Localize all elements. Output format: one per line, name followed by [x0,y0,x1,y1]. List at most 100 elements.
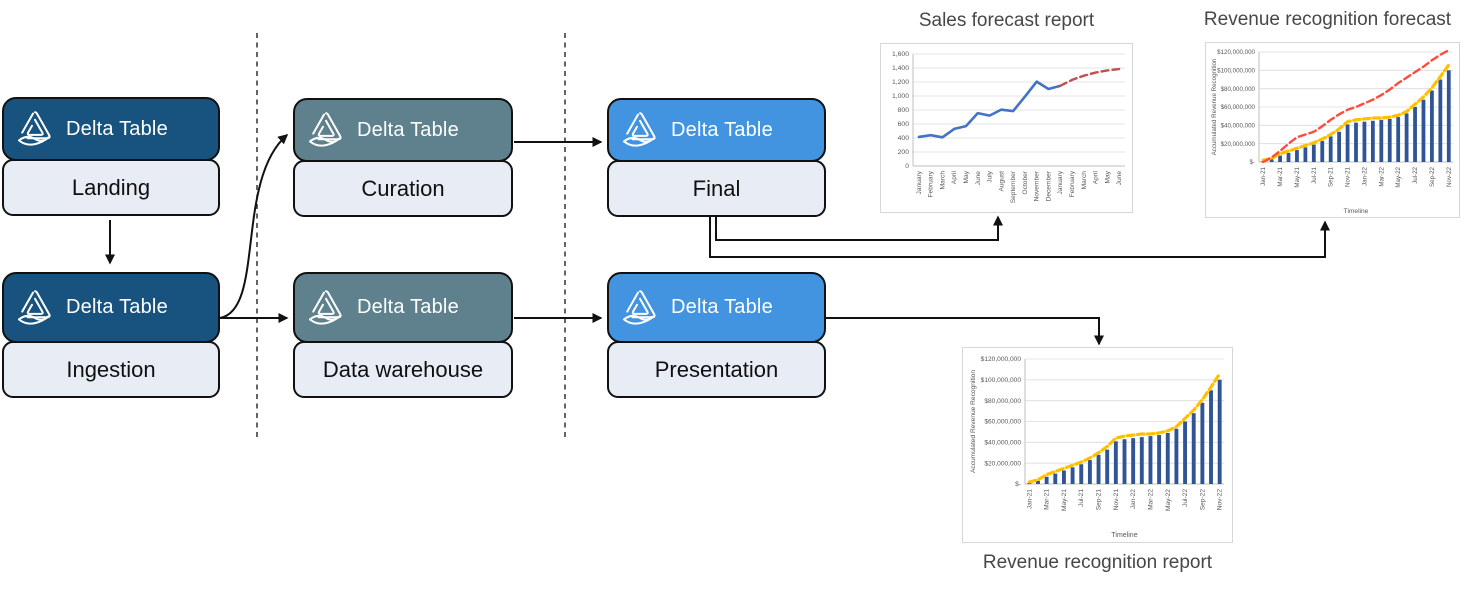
bar [1036,480,1040,484]
svg-text:July: July [987,170,994,182]
bar [1446,70,1451,162]
svg-text:February: February [928,170,935,197]
sales-forecast-plot: 02004006008001,0001,2001,4001,600January… [892,51,1125,203]
delta-table-header: Delta Table [293,272,513,343]
delta-table-header: Delta Table [293,98,513,162]
series-recognition-trend [1261,63,1451,162]
svg-text:Mar-21: Mar-21 [1277,166,1284,186]
svg-text:800: 800 [898,107,910,114]
table-name: Data warehouse [293,341,513,398]
svg-text:$60,000,000: $60,000,000 [1221,104,1256,111]
svg-text:May-22: May-22 [1165,489,1172,511]
x-axis-title: Timeline [1111,532,1137,539]
svg-text:Sep-22: Sep-22 [1199,489,1206,511]
y-tick-labels: $-$20,000,000$40,000,000$60,000,000$80,0… [1217,49,1255,166]
svg-text:$100,000,000: $100,000,000 [981,377,1022,384]
arrow-presentation-to-report-chart [826,317,1104,346]
delta-table-header: Delta Table [607,272,826,343]
svg-text:600: 600 [898,121,910,128]
bar [1379,119,1384,162]
series-actual [917,80,1062,139]
table-name: Curation [293,160,513,217]
svg-text:May: May [963,170,970,183]
arrow-ingestion-to-curation [219,134,289,319]
bar [1209,390,1213,484]
bar [1328,136,1333,162]
bar [1311,144,1316,162]
delta-table-header: Delta Table [2,97,220,161]
bar [1139,437,1144,484]
delta-lake-logo-icon [18,111,51,146]
bar [1438,79,1443,162]
bar [1362,121,1367,162]
delta-table-badge: Delta Table [66,117,168,140]
bar [1421,99,1426,162]
delta-table-landing: Delta Table Landing [2,97,220,216]
svg-text:January: January [916,170,923,194]
revenue-recognition-forecast-chart: $-$20,000,000$40,000,000$60,000,000$80,0… [1205,42,1460,218]
bar [1269,159,1274,162]
svg-text:September: September [1010,170,1017,203]
y-axis-title: Accumulated Revenue Recognition [1211,58,1218,155]
bar [1079,464,1084,484]
delta-table-curation: Delta Table Curation [293,98,513,217]
delta-table-final: Delta Table Final [607,98,826,217]
bar [1396,117,1401,162]
bar [1183,421,1188,484]
svg-text:0: 0 [905,163,909,170]
table-name: Ingestion [2,341,220,398]
bar [1165,432,1170,484]
bar [1044,476,1049,484]
svg-text:Mar-22: Mar-22 [1147,489,1154,510]
svg-text:$-: $- [1015,481,1021,488]
bar [1430,90,1434,162]
svg-text:Jan-21: Jan-21 [1260,166,1267,185]
bar [1096,454,1101,484]
bar [1295,150,1299,162]
bar [1070,467,1075,484]
bar [1191,413,1196,484]
svg-text:Jul-22: Jul-22 [1412,166,1419,183]
bar [1404,113,1409,162]
svg-text:1,600: 1,600 [892,51,909,58]
arrow-final-to-forecast-chart [709,217,1330,258]
bar [1131,438,1136,484]
delta-table-badge: Delta Table [671,118,773,141]
svg-text:200: 200 [898,149,910,156]
svg-text:May: May [1104,170,1111,183]
bar [1345,124,1350,162]
delta-lake-logo-icon [18,289,51,325]
revenue-recognition-report-chart: $-$20,000,000$40,000,000$60,000,000$80,0… [962,347,1233,543]
svg-text:$100,000,000: $100,000,000 [1217,68,1255,75]
table-name: Final [607,160,826,217]
svg-text:June: June [1116,171,1123,186]
svg-text:May-21: May-21 [1061,489,1068,511]
delta-table-header: Delta Table [607,98,826,162]
delta-table-badge: Delta Table [357,296,459,318]
delta-table-badge: Delta Table [357,118,459,141]
svg-text:January: January [1057,170,1064,194]
bar [1370,120,1375,162]
delta-table-badge: Delta Table [671,296,773,318]
svg-text:400: 400 [898,135,910,142]
series-forecast [1262,48,1450,164]
chart-title-revenue-forecast: Revenue recognition forecast [1203,9,1452,30]
table-name: Landing [2,159,220,216]
bar [1354,122,1358,162]
delta-lake-logo-icon [623,112,656,147]
svg-text:1,200: 1,200 [892,79,909,86]
bar [1320,140,1325,162]
x-axis-title: Timeline [1344,208,1369,215]
y-axis-title: Accumulated Revenue Recognition [970,370,977,473]
delta-table-header: Delta Table [2,272,220,343]
gridlines [913,53,1125,167]
svg-text:Sep-22: Sep-22 [1429,166,1436,187]
bar [1200,402,1205,484]
chart-title-revenue-report: Revenue recognition report [982,552,1213,573]
bar [1174,428,1179,484]
svg-text:Nov-22: Nov-22 [1446,166,1453,187]
svg-text:1,000: 1,000 [892,93,909,100]
bar [1087,460,1092,484]
